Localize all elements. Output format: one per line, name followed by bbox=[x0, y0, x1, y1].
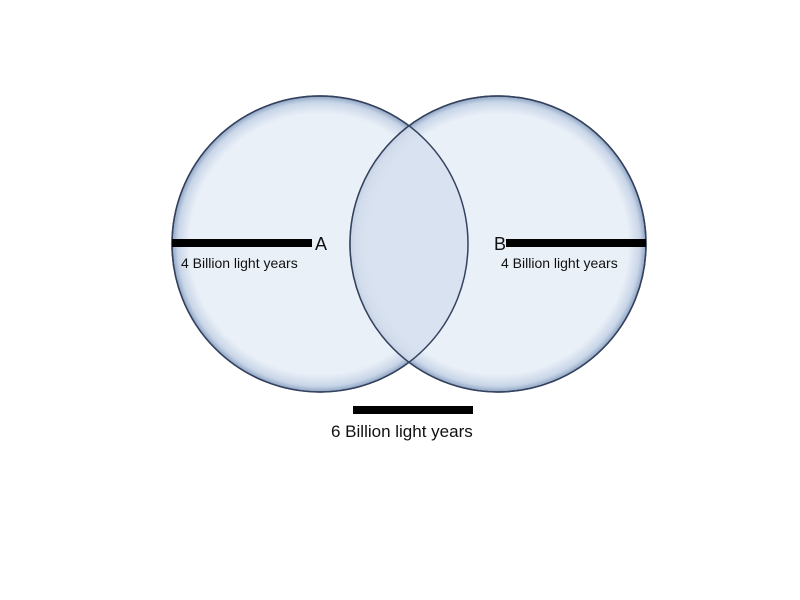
radius-label-a: 4 Billion light years bbox=[181, 255, 298, 271]
radius-label-b: 4 Billion light years bbox=[501, 255, 618, 271]
separation-label: 6 Billion light years bbox=[331, 422, 473, 441]
label-b: B bbox=[494, 234, 506, 254]
label-a: A bbox=[315, 234, 327, 254]
radius-bar-b bbox=[506, 239, 646, 247]
overlap-region bbox=[350, 96, 468, 392]
separation-bar bbox=[353, 406, 473, 414]
radius-bar-a bbox=[172, 239, 312, 247]
